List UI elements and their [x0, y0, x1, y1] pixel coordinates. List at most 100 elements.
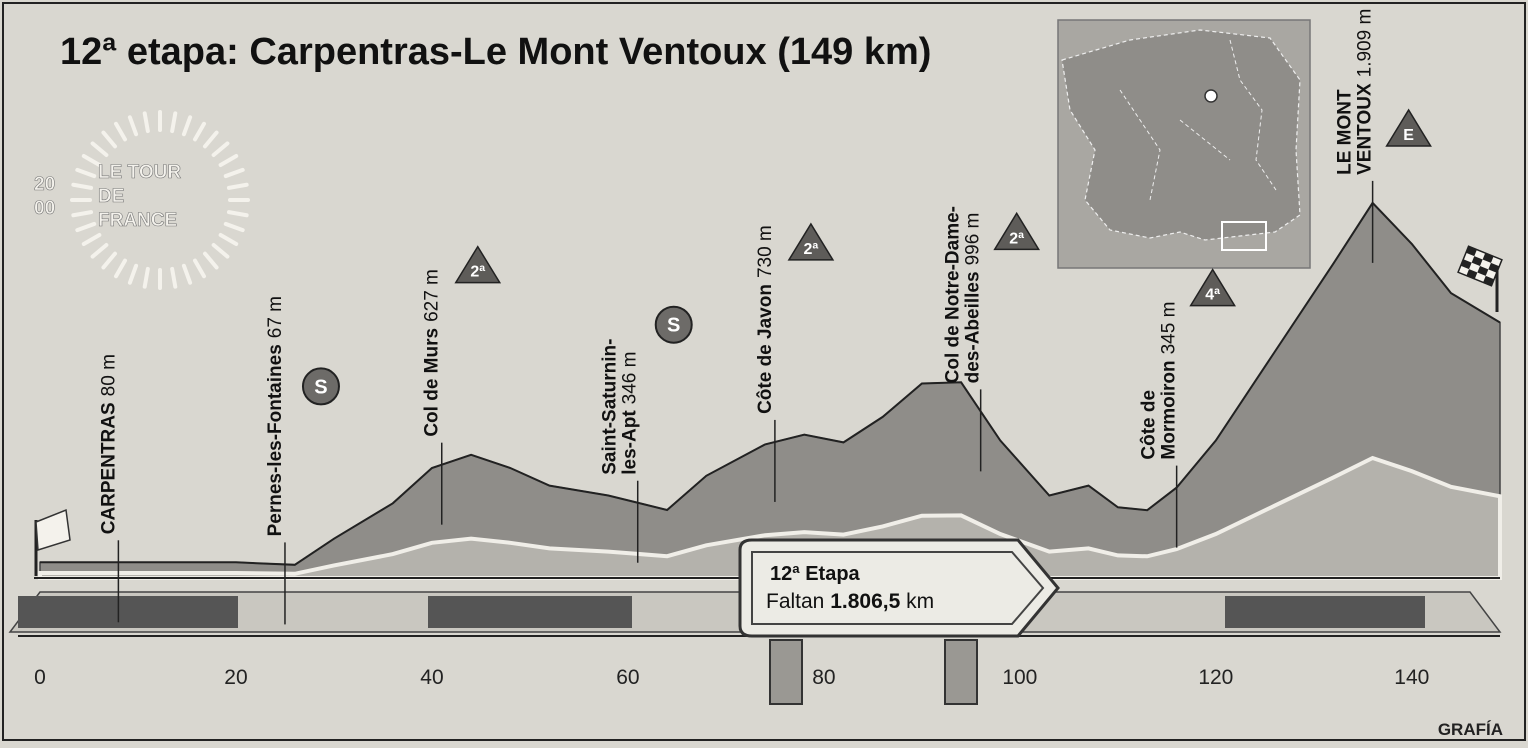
logo-ray [226, 210, 249, 218]
sign-remaining-text: Faltan 1.806,5 km [766, 590, 934, 613]
logo-ray [193, 121, 206, 142]
logo-ray [181, 263, 193, 285]
logo-ray [81, 233, 102, 246]
climb-category-badge-icon [1385, 108, 1432, 147]
logo-ray [142, 266, 150, 289]
x-tick-label: 100 [1002, 666, 1037, 689]
sign-stage-label: 12ª Etapa [770, 563, 861, 585]
climb-annotation: Pernes-les-Fontaines 67 m S [265, 296, 340, 625]
sign-board [738, 538, 1060, 638]
france-inset-map [1057, 19, 1311, 269]
sprint-badge-icon [301, 367, 340, 406]
annotation-elevation: 345 m [1159, 302, 1180, 355]
logo-ray [218, 154, 239, 167]
logo-ray [170, 266, 178, 289]
logo-ray [81, 154, 102, 167]
logo-ray [101, 251, 118, 270]
annotation-name: LE MONT [1335, 89, 1356, 175]
annotation-name: VENTOUX [1355, 83, 1376, 175]
logo-ray [127, 115, 139, 137]
sign-remaining-prefix: Faltan [766, 590, 830, 613]
logo-ray [211, 242, 230, 259]
annotation-label: CARPENTRAS 80 m [98, 354, 119, 534]
logo-ray [170, 111, 178, 134]
annotation-label: Col de Notre-Dame-des-Abeilles 996 m [943, 206, 984, 383]
climb-category-badge-icon [993, 211, 1041, 251]
logo-ray [223, 167, 245, 179]
category-label: 2ª [1009, 230, 1024, 247]
logo-ray [218, 233, 239, 246]
category-label: 2ª [803, 241, 818, 258]
annotation-name: Pernes-les-Fontaines [265, 344, 286, 536]
annotation-label: Col de Murs 627 m [422, 269, 443, 437]
sign-remaining-unit: km [900, 590, 934, 613]
climb-annotation: Saint-Saturnin-les-Apt 346 m S [600, 305, 693, 563]
logo-ray [202, 130, 219, 149]
logo-year-bottom: 00 [34, 198, 55, 219]
logo-ray [223, 221, 245, 233]
annotation-name: des-Abeilles [963, 271, 984, 383]
finish-flag-icon [1457, 245, 1503, 312]
map-region-border [1229, 39, 1277, 191]
logo-sun-rays [70, 110, 250, 290]
annotation-elevation: 346 m [620, 352, 641, 405]
logo-ray [127, 263, 139, 285]
annotation-name: Côte de Javon [755, 284, 776, 414]
annotation-elevation: 67 m [265, 296, 286, 338]
start-flag-icon [34, 508, 71, 576]
sprint-badge-icon [654, 305, 693, 344]
logo-ray [142, 111, 150, 134]
category-label: S [667, 315, 680, 337]
annotation-name: Col de Murs [422, 328, 443, 437]
category-label: 2ª [470, 264, 485, 281]
logo-ray [90, 242, 109, 259]
logo-line-1: LE TOUR [98, 162, 181, 183]
climb-category-badge-icon [1189, 268, 1236, 307]
annotation-elevation: 996 m [963, 213, 984, 266]
logo-ray [75, 221, 97, 233]
category-label: S [314, 376, 327, 398]
annotation-name: les-Apt [620, 410, 641, 475]
annotation-name: CARPENTRAS [98, 402, 119, 534]
climb-annotation: Col de Murs 627 m 2ª [422, 245, 502, 525]
map-stage-area-box [1221, 221, 1267, 251]
logo-ray [71, 182, 94, 190]
x-tick-label: 80 [812, 666, 835, 689]
climb-annotation: LE MONTVENTOUX1.909 mE [1335, 9, 1432, 263]
climb-annotation: Côte deMormoiron345 m4ª [1139, 268, 1236, 548]
climb-annotation: CARPENTRAS 80 m [98, 354, 119, 623]
map-france-shape [1061, 29, 1301, 241]
logo-year-top: 20 [34, 174, 55, 195]
annotation-name: Col de Notre-Dame- [943, 206, 964, 383]
x-tick-label: 120 [1198, 666, 1233, 689]
x-tick-label: 20 [224, 666, 247, 689]
annotation-label: Saint-Saturnin-les-Apt 346 m [600, 339, 641, 475]
climb-category-badge-icon [787, 222, 835, 261]
annotation-elevation: 80 m [98, 354, 119, 396]
annotation-name: Saint-Saturnin- [600, 339, 621, 475]
annotation-elevation: 627 m [422, 269, 443, 322]
road-dark-band [1225, 596, 1425, 628]
source-credit: GRAFÍA [1438, 720, 1503, 739]
sign-post-right [944, 639, 978, 705]
logo-ray [101, 130, 118, 149]
logo-ray [90, 141, 109, 158]
x-tick-label: 140 [1394, 666, 1429, 689]
logo-ray [211, 141, 230, 158]
road-dark-band [18, 596, 238, 628]
annotation-elevation: 1.909 m [1355, 9, 1376, 78]
sign-post-left [769, 639, 803, 705]
annotation-name: Côte de [1139, 390, 1160, 460]
map-region-border [1119, 89, 1231, 201]
annotation-label: Pernes-les-Fontaines 67 m [265, 296, 286, 536]
logo-ray [114, 258, 127, 279]
logo-ray [193, 258, 206, 279]
climb-annotation: Col de Notre-Dame-des-Abeilles 996 m 2ª [943, 206, 1041, 472]
sign-remaining-value: 1.806,5 [830, 590, 900, 613]
logo-ray [226, 182, 249, 190]
logo-ray [202, 251, 219, 270]
profile-line [40, 201, 1501, 566]
